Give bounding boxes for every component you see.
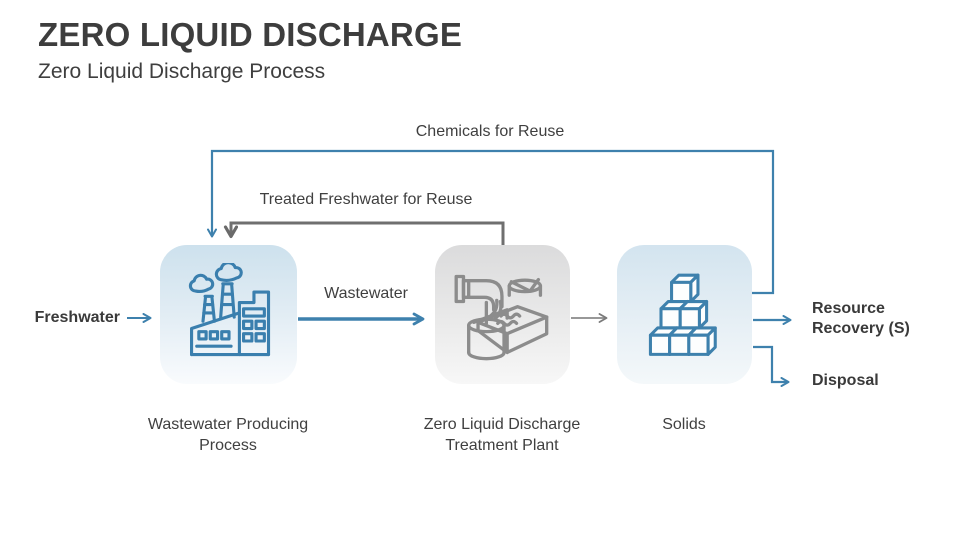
water-treatment-plant-icon: [454, 274, 548, 360]
treated-freshwater-label: Treated Freshwater for Reuse: [259, 191, 473, 208]
chemicals-for-reuse-label: Chemicals for Reuse: [415, 123, 565, 140]
disposal-label: Disposal: [812, 372, 879, 389]
slide-title: ZERO LIQUID DISCHARGE: [38, 16, 463, 53]
node-wastewater-producing-process: [160, 245, 297, 384]
freshwater-label: Freshwater: [34, 309, 120, 326]
node-solids: [617, 245, 752, 384]
disposal-arrow: [753, 345, 790, 387]
treated-freshwater-arrow: [231, 221, 505, 246]
slide-subtitle: Zero Liquid Discharge Process: [38, 60, 326, 83]
resource-recovery-label: Resource Recovery (S): [812, 300, 910, 337]
factory-icon: [188, 262, 270, 356]
node-zld-treatment-plant: [435, 245, 570, 384]
caption-zld-treatment-plant: Zero Liquid Discharge Treatment Plant: [423, 416, 581, 454]
chemicals-for-reuse-arrow: [207, 149, 775, 295]
caption-wastewater-producing-process: Wastewater Producing Process: [147, 416, 309, 454]
wastewater-label: Wastewater: [324, 285, 408, 302]
solid-cubes-icon: [648, 273, 717, 356]
caption-solids: Solids: [662, 416, 706, 433]
